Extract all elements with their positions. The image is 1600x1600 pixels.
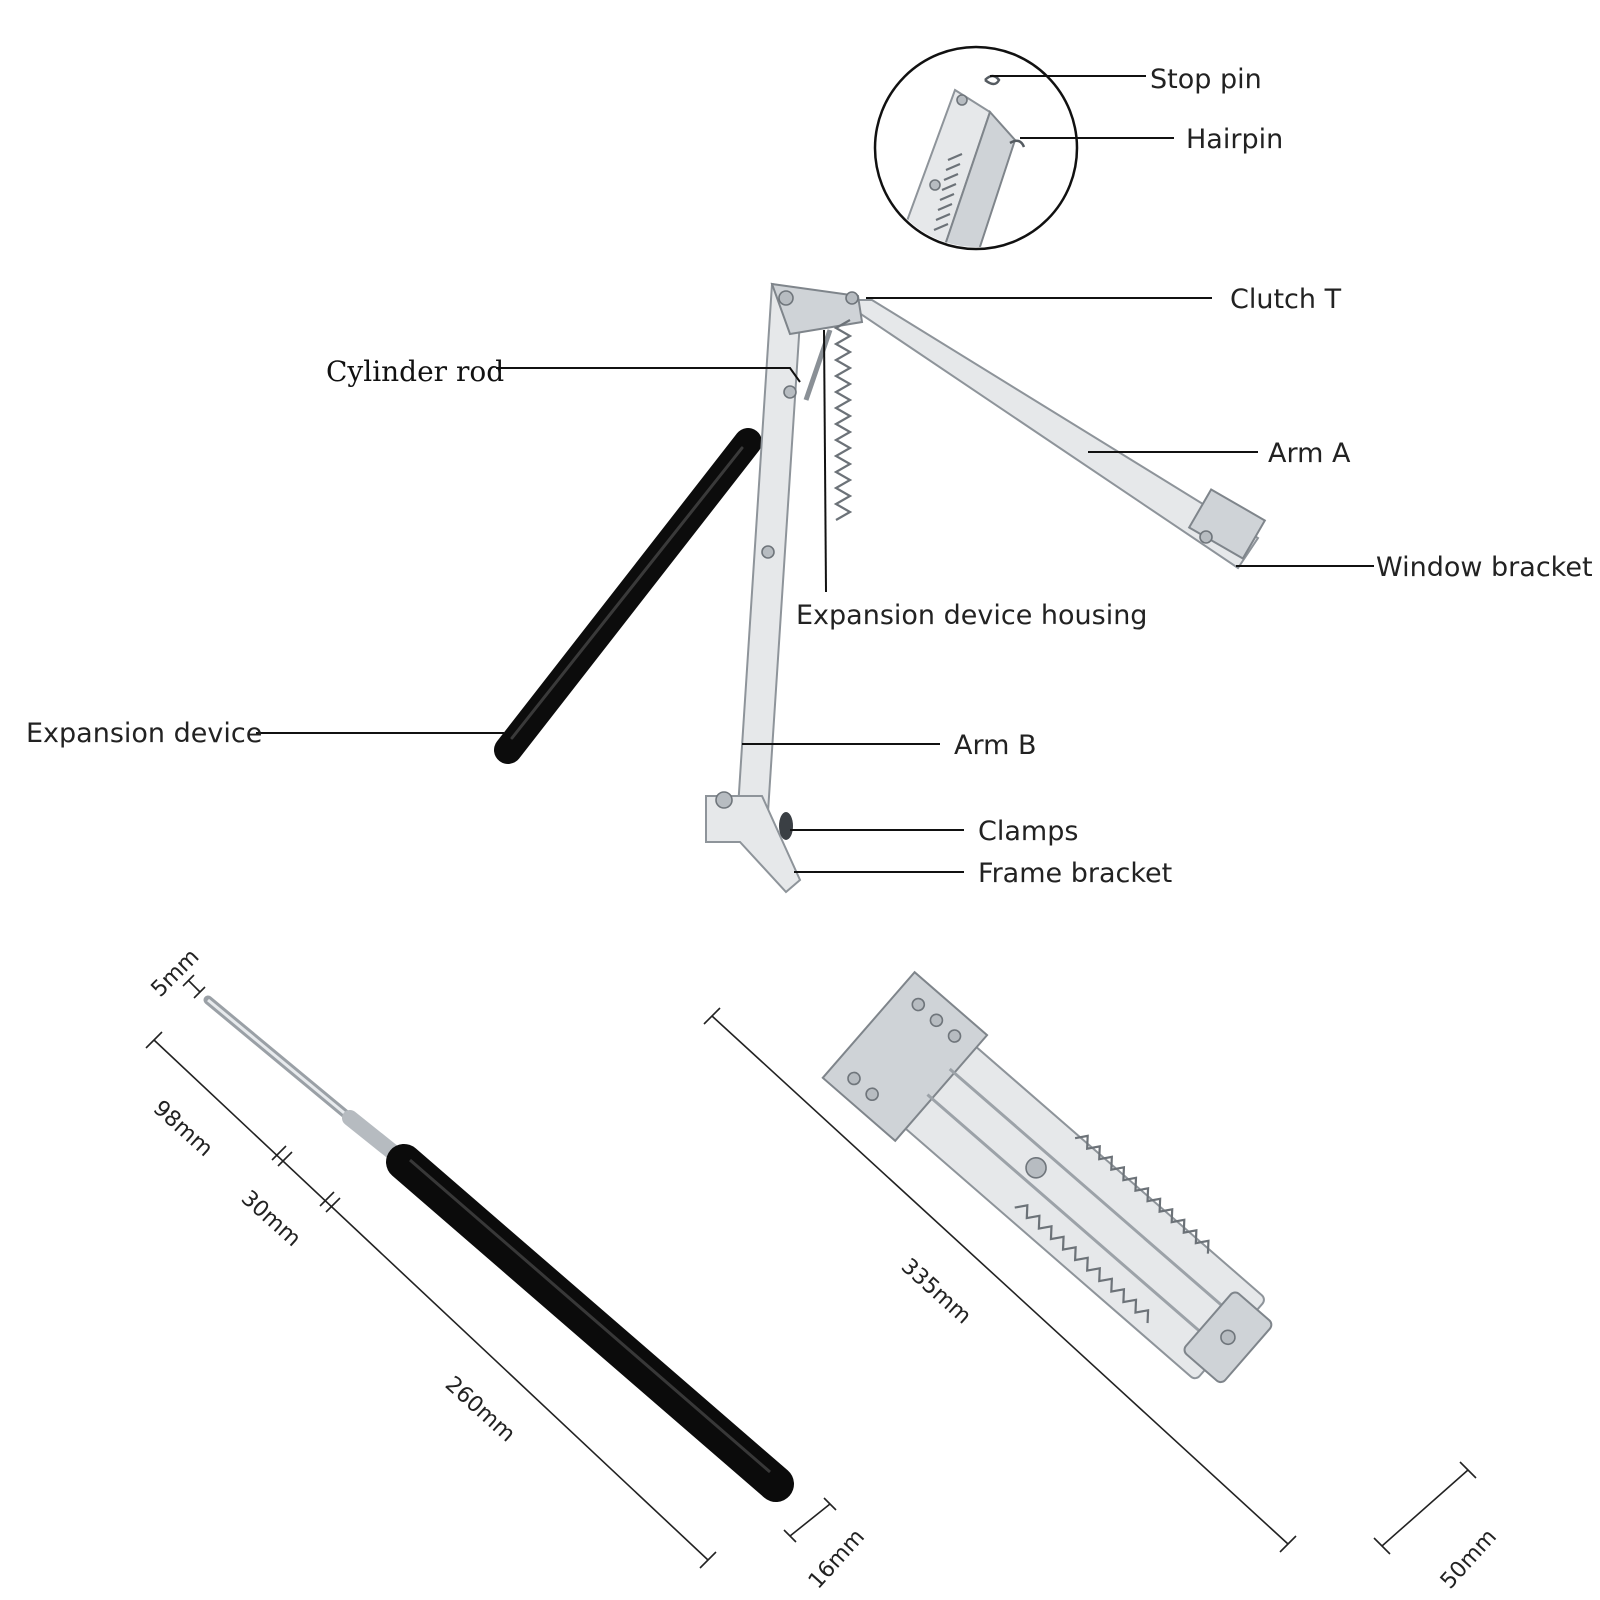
- label-window-bracket: Window bracket: [1376, 552, 1593, 583]
- dim-opener-width: 50mm: [1436, 1525, 1502, 1594]
- dim-rod-tip: 5mm: [147, 944, 205, 1002]
- label-arm-b: Arm B: [954, 730, 1037, 761]
- label-cylinder-rod: Cylinder rod: [326, 355, 504, 388]
- expansion-device-housing-spring: [833, 319, 853, 521]
- label-expansion-device: Expansion device: [26, 718, 262, 749]
- label-arm-a: Arm A: [1268, 438, 1351, 469]
- dim-opener-length: 335mm: [896, 1254, 976, 1329]
- clamp-screw: [779, 812, 793, 840]
- frame-bracket-shape: [705, 795, 802, 894]
- expansion-device-dimensioned: 5mm 98mm 30mm 260mm 16mm: [145, 944, 870, 1594]
- label-clutch-t: Clutch T: [1230, 284, 1342, 315]
- assembled-opener: [494, 282, 1267, 894]
- inset-hinge-closeup: [898, 74, 1026, 247]
- expansion-device-cylinder: [494, 428, 762, 764]
- detail-inset: [873, 45, 1079, 251]
- dim-rod-length: 98mm: [148, 1096, 217, 1162]
- callouts: Stop pin Hairpin Clutch T Cylinder rod A…: [26, 64, 1593, 889]
- arm-a-shape: [836, 299, 1260, 570]
- label-expansion-device-housing: Expansion device housing: [796, 600, 1147, 631]
- dim-collar-length: 30mm: [236, 1186, 305, 1252]
- label-stop-pin: Stop pin: [1150, 64, 1262, 95]
- expansion-device-body: [386, 1144, 794, 1502]
- label-clamps: Clamps: [978, 816, 1078, 847]
- dim-cylinder-length: 260mm: [440, 1372, 520, 1447]
- label-hairpin: Hairpin: [1186, 124, 1283, 155]
- dim-cylinder-diameter: 16mm: [804, 1525, 870, 1594]
- label-frame-bracket: Frame bracket: [978, 858, 1172, 889]
- dimension-line-main: [153, 1039, 709, 1561]
- dimension-line-width: [1381, 1469, 1469, 1547]
- folded-top-bracket: [821, 970, 989, 1143]
- folded-opener-dimensioned: 335mm 50mm: [703, 970, 1502, 1594]
- dimension-line-length: [711, 1015, 1289, 1545]
- window-bracket-shape: [1187, 488, 1267, 560]
